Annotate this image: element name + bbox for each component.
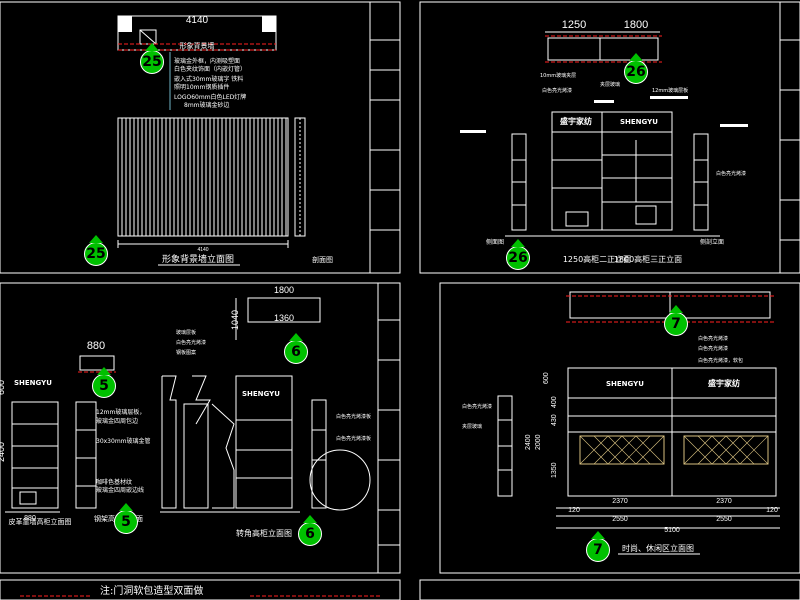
callout-7-bottom: 7 (586, 531, 610, 562)
svg-text:30x30mm玻璃金管: 30x30mm玻璃金管 (96, 437, 151, 445)
svg-text:LOGO60mm白色LED灯牌: LOGO60mm白色LED灯牌 (174, 93, 246, 101)
svg-text:玻璃金四周包边: 玻璃金四周包边 (96, 417, 138, 425)
dim-120-right: 120 (766, 507, 778, 514)
callout-5-top: 5 (92, 367, 116, 398)
bottom-note: 注:门洞软包造型双面做 (100, 584, 203, 597)
cabinet-plan (545, 31, 662, 63)
sheet-frame-bottom-right (419, 579, 800, 600)
svg-text:照明10mm钢质插件: 照明10mm钢质插件 (174, 83, 229, 91)
dim-1250: 1250 (562, 19, 586, 31)
svg-text:白色亮光烤漆: 白色亮光烤漆 (698, 345, 728, 352)
svg-text:12mm玻璃层板: 12mm玻璃层板 (652, 87, 688, 94)
callout-6-bottom: 6 (298, 515, 322, 546)
dim-2370-right: 2370 (716, 498, 732, 505)
cabinet-caption-b: 1800高柜三正立面 (614, 254, 682, 264)
cabinet-notes: 10mm玻璃夹层 白色亮光烤漆 夹层玻璃 12mm玻璃层板 白色亮光烤漆 (460, 72, 748, 177)
dim-120-left: 120 (568, 507, 580, 514)
dim-1800-corner: 1800 (274, 285, 294, 295)
cabinet-brand-cn: 盛宇家纺 (560, 116, 592, 126)
corner-cabinet-plan (235, 297, 321, 340)
svg-text:玻璃层板: 玻璃层板 (176, 329, 196, 336)
dim-880-top: 880 (87, 340, 105, 352)
sheet-frame-top-left (0, 1, 401, 274)
callout-7-top: 7 (664, 305, 688, 336)
svg-text:白色亮光烤漆: 白色亮光烤漆 (542, 87, 572, 94)
cabinet-brand-en: SHENGYU (620, 118, 658, 126)
svg-text:白色亮光烤漆: 白色亮光烤漆 (716, 170, 746, 177)
backdrop-caption: 形象背景墙立面图 (162, 253, 234, 265)
dim-1040: 1040 (230, 310, 240, 330)
cabinet-side-b: 侧剖立面 (700, 238, 724, 246)
corner-cabinet-brand: SHENGYU (242, 390, 280, 398)
tall-cabinet-caption: 皮革靠墙高柜立面图 (9, 517, 72, 526)
dim-width-top: 4140 (186, 15, 209, 26)
callout-26-bottom: 26 (506, 239, 530, 270)
svg-text:钢板图案: 钢板图案 (176, 349, 196, 356)
dim-1800: 1800 (624, 19, 648, 31)
svg-text:白色亮光烤漆: 白色亮光烤漆 (698, 335, 728, 342)
svg-text:2400: 2400 (525, 434, 532, 450)
leisure-brand-cn: 盛宇家纺 (708, 378, 740, 388)
title-block-ticks (370, 39, 800, 546)
tall-cabinet-brand: SHENGYU (14, 379, 52, 387)
dim-2370-left: 2370 (612, 498, 628, 505)
dim-1360: 1360 (274, 313, 294, 323)
svg-text:嵌入式30mm玻璃字 铁料: 嵌入式30mm玻璃字 铁料 (174, 75, 243, 83)
svg-text:白色亮光烤漆，软包: 白色亮光烤漆，软包 (698, 357, 743, 364)
corner-cabinet-caption: 转角高柜立面图 (236, 528, 292, 538)
svg-text:10mm玻璃夹层: 10mm玻璃夹层 (540, 72, 576, 79)
callout-5-bottom: 5 (114, 503, 138, 534)
svg-text:600: 600 (543, 372, 550, 384)
dim-2550-right: 2550 (716, 516, 732, 523)
backdrop-wall-elevation (117, 117, 306, 248)
svg-text:12mm玻璃层板，: 12mm玻璃层板， (96, 408, 145, 416)
callout-25-top: 25 (140, 43, 164, 74)
leisure-elevation (497, 367, 780, 529)
svg-text:咖啡色基材纹: 咖啡色基材纹 (96, 478, 132, 486)
section-caption: 剖面图 (312, 255, 333, 264)
svg-text:1350: 1350 (551, 462, 558, 478)
corner-cabinet-elevation (160, 375, 371, 513)
leisure-dims-left: 600 400 430 2400 2000 1350 (525, 372, 558, 478)
diamond-padding (579, 435, 769, 465)
svg-text:430: 430 (551, 414, 558, 426)
svg-text:夹层玻璃: 夹层玻璃 (600, 81, 620, 88)
svg-text:白色亮光烤漆: 白色亮光烤漆 (176, 339, 206, 346)
svg-text:白色夹纹饰面（内嵌灯管）: 白色夹纹饰面（内嵌灯管） (174, 65, 246, 73)
tall-cabinet-notes: 12mm玻璃层板， 玻璃金四周包边 30x30mm玻璃金管 咖啡色基材纹 玻璃金… (96, 408, 151, 494)
sheet-frame-top-right (419, 1, 800, 274)
dim-880-bottom: 880 (24, 515, 36, 522)
sheet-frame-mid-right (439, 282, 800, 574)
svg-text:玻璃金外框，内测吸塑面: 玻璃金外框，内测吸塑面 (174, 57, 240, 65)
backdrop-notes: 玻璃金外框，内测吸塑面 白色夹纹饰面（内嵌灯管） 嵌入式30mm玻璃字 铁料 照… (169, 52, 246, 110)
svg-text:400: 400 (551, 396, 558, 408)
callout-6-top: 6 (284, 333, 308, 364)
svg-text:2000: 2000 (535, 434, 542, 450)
corner-cabinet-notes: 玻璃层板 白色亮光烤漆 钢板图案 白色亮光烤漆板 白色亮光烤漆板 (176, 329, 371, 442)
svg-text:8mm玻璃金砂边: 8mm玻璃金砂边 (184, 101, 230, 109)
tall-cabinet-elevation (5, 401, 97, 513)
dim-width-bottom: 4140 (197, 247, 208, 253)
leisure-notes: 白色亮光烤漆 白色亮光烤漆 白色亮光烤漆 夹层玻璃 白色亮光烤漆，软包 (462, 335, 743, 430)
sheet-frame-mid-left (0, 282, 401, 574)
cabinet-caption-a: 1250高柜二正立面 (563, 254, 631, 264)
svg-text:玻璃金四周嵌边线: 玻璃金四周嵌边线 (96, 486, 144, 494)
plan-tag-label: 形象背景墙 (180, 41, 215, 50)
dim-2400: 2400 (0, 442, 6, 462)
svg-text:白色亮光烤漆板: 白色亮光烤漆板 (336, 413, 371, 420)
sheet-frame-bottom-left (0, 579, 401, 600)
dim-5100: 5100 (664, 527, 680, 534)
callout-26-top: 26 (624, 53, 648, 84)
leisure-caption: 时尚、休闲区立面图 (622, 543, 694, 553)
dim-600: 600 (0, 380, 6, 395)
leisure-brand-en: SHENGYU (606, 380, 644, 388)
cabinet-side-a: 侧面图 (486, 238, 504, 246)
svg-text:夹层玻璃: 夹层玻璃 (462, 423, 482, 430)
svg-text:白色亮光烤漆板: 白色亮光烤漆板 (336, 435, 371, 442)
dim-2550-left: 2550 (612, 516, 628, 523)
svg-text:白色亮光烤漆: 白色亮光烤漆 (462, 403, 492, 410)
cabinet-elevation (505, 111, 720, 237)
callout-25-bottom: 25 (84, 235, 108, 266)
